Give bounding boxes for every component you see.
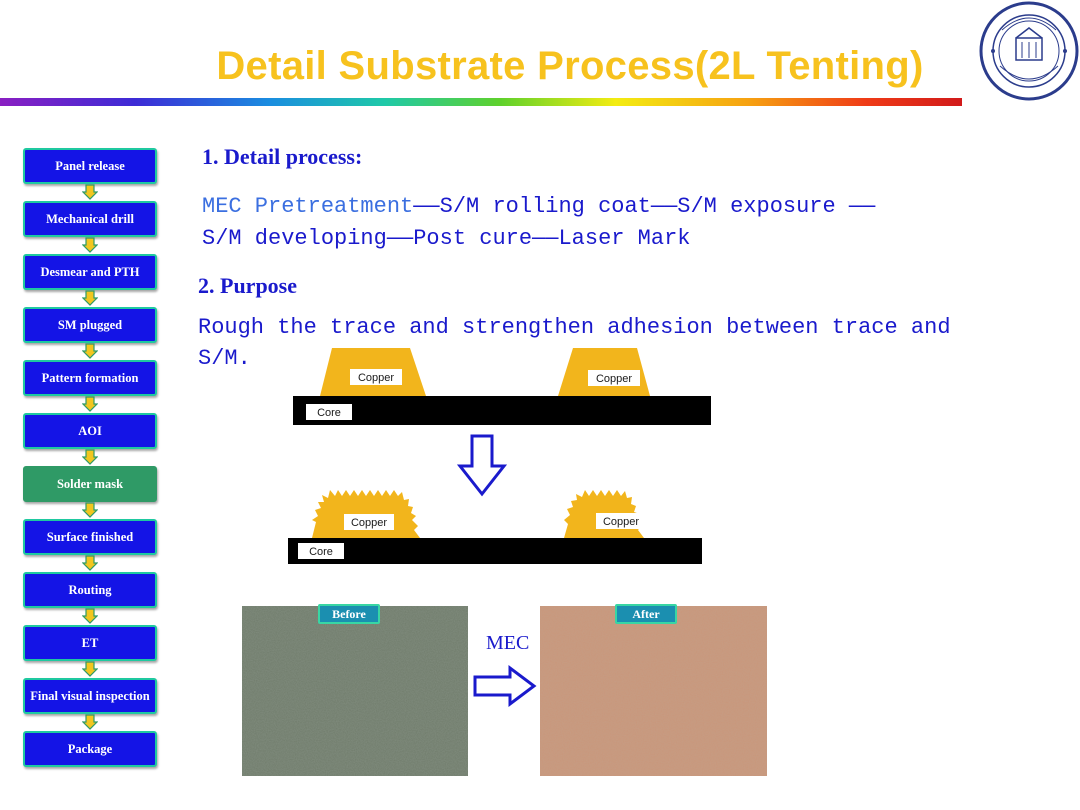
purpose-line1: Rough the trace and strengthen adhesion …	[198, 315, 951, 340]
core-layer-bottom	[288, 538, 702, 564]
down-arrow-icon	[82, 661, 98, 677]
core-label: Core	[317, 407, 341, 419]
down-arrow-icon	[82, 290, 98, 306]
copper-label: Copper	[603, 516, 639, 528]
down-arrow-icon	[82, 449, 98, 465]
down-arrow-icon	[82, 184, 98, 200]
after-surface-photo	[540, 606, 767, 776]
copper-label-box	[596, 513, 646, 529]
flow-step-aoi: AOI	[23, 413, 157, 449]
down-arrow-icon	[456, 434, 508, 497]
slide-title: Detail Substrate Process(2L Tenting)	[216, 44, 924, 88]
copper-label-box	[588, 370, 640, 386]
trace-cross-section-diagram: Copper Copper Core Copper Copper Core	[288, 348, 711, 564]
copper-label: Copper	[596, 373, 632, 385]
core-label: Core	[309, 546, 333, 558]
flow-step-desmear-pth: Desmear and PTH	[23, 254, 157, 290]
down-arrow-icon	[82, 555, 98, 571]
copper-label: Copper	[358, 372, 394, 384]
flow-step-routing: Routing	[23, 572, 157, 608]
section1-line2: S/M developing——Post cure——Laser Mark	[202, 226, 691, 251]
right-arrow-icon	[473, 665, 537, 707]
copper-label-box	[350, 369, 402, 385]
core-label-box	[298, 543, 344, 559]
down-arrow-icon	[82, 343, 98, 359]
down-arrow-icon	[82, 608, 98, 624]
before-surface-photo	[242, 606, 468, 776]
flow-step-solder-mask: Solder mask	[23, 466, 157, 502]
down-arrow-icon	[82, 396, 98, 412]
process-sequence-text: ——S/M rolling coat——S/M exposure ——	[413, 194, 876, 219]
before-label: Before	[318, 604, 380, 624]
down-arrow-icon	[82, 502, 98, 518]
mec-label: MEC	[486, 632, 530, 654]
copper-label: Copper	[351, 517, 387, 529]
flow-step-package: Package	[23, 731, 157, 767]
section1-heading: 1. Detail process:	[202, 144, 363, 169]
flow-step-sm-plugged: SM plugged	[23, 307, 157, 343]
purpose-line2: S/M.	[198, 346, 251, 371]
down-arrow-icon	[82, 714, 98, 730]
mec-pretreatment-text: MEC Pretreatment	[202, 194, 414, 219]
university-seal-logo	[979, 1, 1079, 101]
flow-step-mechanical-drill: Mechanical drill	[23, 201, 157, 237]
flow-step-surface-finished: Surface finished	[23, 519, 157, 555]
core-layer-top	[293, 396, 711, 425]
rainbow-divider	[0, 98, 962, 106]
copper-label-box	[344, 514, 394, 530]
down-arrow-icon	[82, 237, 98, 253]
after-label: After	[615, 604, 677, 624]
flow-step-pattern-formation: Pattern formation	[23, 360, 157, 396]
flow-step-panel-release: Panel release	[23, 148, 157, 184]
section2-heading: 2. Purpose	[198, 273, 297, 298]
flow-step-et: ET	[23, 625, 157, 661]
section1-line1: MEC Pretreatment——S/M rolling coat——S/M …	[202, 191, 875, 223]
flow-step-final-visual-inspection: Final visual inspection	[23, 678, 157, 714]
core-label-box	[306, 404, 352, 420]
